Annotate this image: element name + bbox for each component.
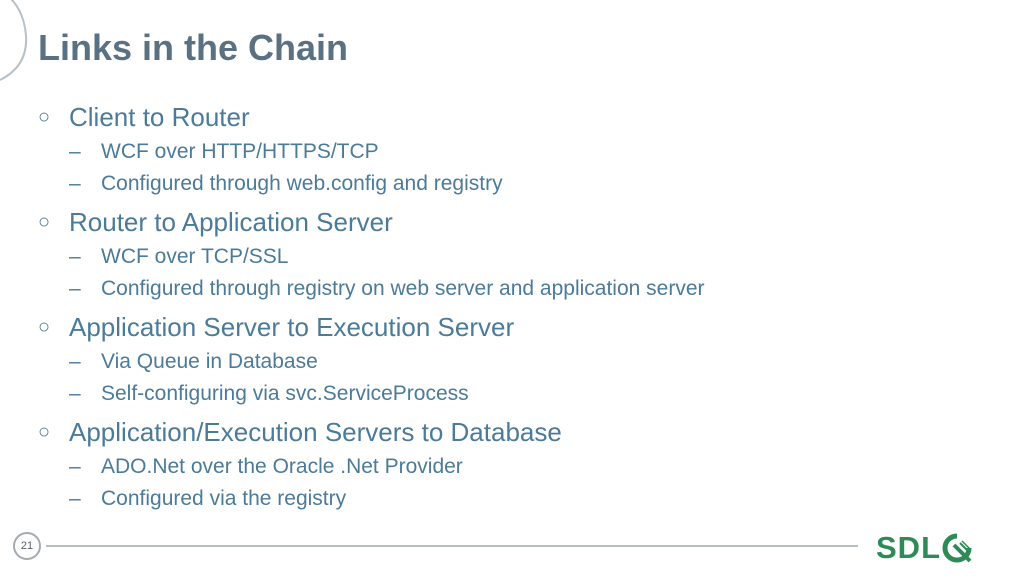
sub-bullet-text: ADO.Net over the Oracle .Net Provider: [101, 455, 463, 478]
sdl-logo-mark-icon: [942, 533, 972, 563]
corner-arc-decoration: [0, 0, 28, 81]
bullet-group: ○ Application Server to Execution Server…: [38, 308, 998, 410]
circle-bullet-icon: ○: [38, 316, 51, 338]
dash-bullet-icon: –: [69, 245, 81, 268]
dash-bullet-icon: –: [69, 455, 81, 478]
dash-bullet-icon: –: [69, 487, 81, 510]
sub-bullet-item: – ADO.Net over the Oracle .Net Provider: [38, 451, 998, 483]
sub-bullet-item: – Configured through registry on web ser…: [38, 273, 998, 305]
sub-bullet-item: – Self-configuring via svc.ServiceProces…: [38, 378, 998, 410]
circle-bullet-icon: ○: [38, 211, 51, 233]
dash-bullet-icon: –: [69, 277, 81, 300]
bullet-list: ○ Client to Router – WCF over HTTP/HTTPS…: [38, 98, 998, 518]
sub-bullet-item: – WCF over HTTP/HTTPS/TCP: [38, 136, 998, 168]
footer-divider: [46, 545, 858, 547]
sub-bullet-text: Via Queue in Database: [101, 350, 318, 373]
dash-bullet-icon: –: [69, 140, 81, 163]
bullet-group: ○ Client to Router – WCF over HTTP/HTTPS…: [38, 98, 998, 200]
bullet-text: Client to Router: [69, 102, 250, 132]
bullet-text: Application Server to Execution Server: [69, 312, 515, 342]
sub-bullet-item: – WCF over TCP/SSL: [38, 241, 998, 273]
sub-bullet-text: WCF over HTTP/HTTPS/TCP: [101, 140, 379, 163]
circle-bullet-icon: ○: [38, 421, 51, 443]
bullet-group: ○ Router to Application Server – WCF ove…: [38, 203, 998, 305]
sub-bullet-text: WCF over TCP/SSL: [101, 245, 289, 268]
bullet-item: ○ Application/Execution Servers to Datab…: [38, 413, 998, 451]
bullet-item: ○ Client to Router: [38, 98, 998, 136]
sub-bullet-text: Configured via the registry: [101, 487, 347, 510]
dash-bullet-icon: –: [69, 382, 81, 405]
dash-bullet-icon: –: [69, 350, 81, 373]
sub-bullet-item: – Configured through web.config and regi…: [38, 168, 998, 200]
bullet-item: ○ Router to Application Server: [38, 203, 998, 241]
sub-bullet-text: Self-configuring via svc.ServiceProcess: [101, 382, 469, 405]
page-number: 21: [13, 532, 41, 560]
bullet-group: ○ Application/Execution Servers to Datab…: [38, 413, 998, 515]
bullet-text: Application/Execution Servers to Databas…: [69, 417, 562, 447]
sub-bullet-item: – Configured via the registry: [38, 483, 998, 515]
dash-bullet-icon: –: [69, 172, 81, 195]
bullet-text: Router to Application Server: [69, 207, 393, 237]
circle-bullet-icon: ○: [38, 106, 51, 128]
sdl-logo-text: SDL: [876, 530, 941, 565]
sub-bullet-text: Configured through registry on web serve…: [101, 277, 705, 300]
sdl-logo: SDL: [876, 532, 972, 564]
sub-bullet-item: – Via Queue in Database: [38, 346, 998, 378]
slide-title: Links in the Chain: [38, 27, 349, 68]
bullet-item: ○ Application Server to Execution Server: [38, 308, 998, 346]
sub-bullet-text: Configured through web.config and regist…: [101, 172, 503, 195]
